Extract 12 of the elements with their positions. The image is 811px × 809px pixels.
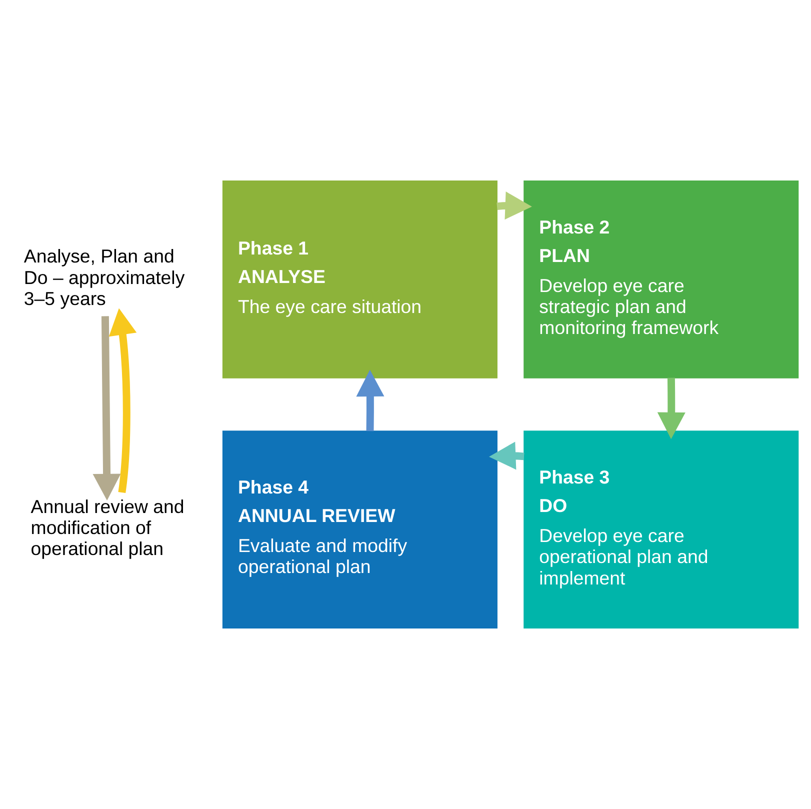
arrow (496, 192, 532, 220)
node-box: Phase 4 ANNUAL REVIEW Evaluate and modify operational plan (222, 430, 497, 629)
node-text: Annual review and modification of operational plan (30, 496, 184, 560)
arrow (92, 316, 120, 501)
node-box: Phase 2 PLAN Develop eye care strategic plan and monitoring framework (523, 180, 798, 378)
arrow (656, 378, 685, 440)
arrow (356, 370, 384, 432)
arrow (488, 442, 524, 470)
node-box: Phase 1 ANALYSE The eye care situation (222, 180, 497, 378)
node-box: Phase 3 DO Develop eye care operational plan and implement (523, 430, 798, 629)
arrow (108, 308, 136, 493)
node-text: Analyse, Plan and Do – approximately 3–5 years (23, 246, 184, 309)
